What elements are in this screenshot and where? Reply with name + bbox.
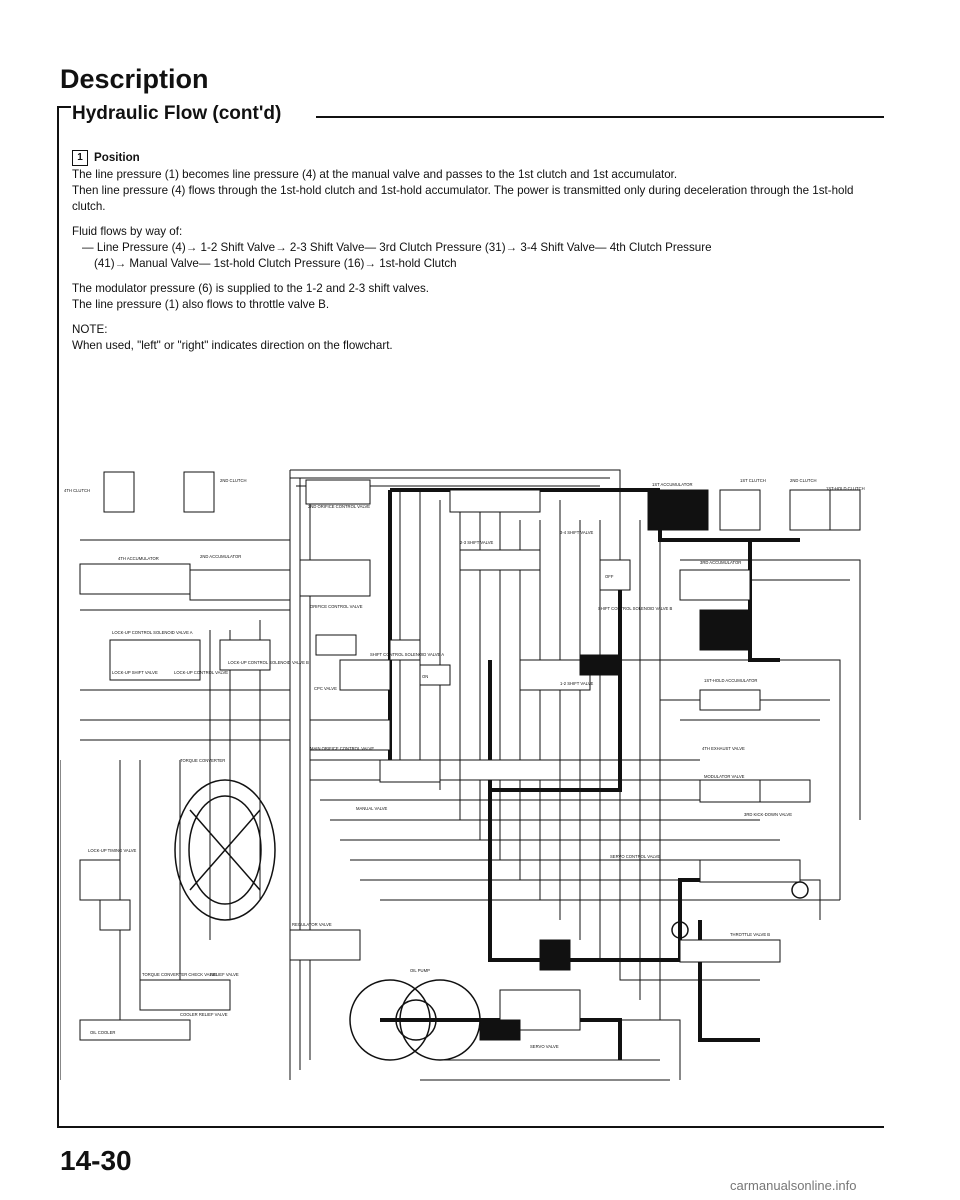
label-main-orifice-control-valve: MAIN ORIFICE CONTROL VALVE [310,746,374,751]
label-torque-converter: TORQUE CONVERTER [180,758,225,763]
hydraulic-flow-diagram: 4TH CLUTCH 2ND CLUTCH 2ND ORIFICE CONTRO… [60,469,865,1081]
label-modulator-valve: MODULATOR VALVE [704,774,745,779]
label-shift-control-solenoid-b: SHIFT CONTROL SOLENOID VALVE B [598,606,673,611]
label-2nd-clutch: 2ND CLUTCH [220,478,247,483]
label-lockup-shift-valve: LOCK-UP SHIFT VALVE [112,670,158,675]
label-2nd-orifice-control-valve: 2ND ORIFICE CONTROL VALVE [308,504,370,509]
label-1st-accumulator: 1ST ACCUMULATOR [652,482,693,487]
label-1st-hold-clutch: 1ST-HOLD CLUTCH [826,486,865,491]
section-rule [316,116,884,118]
label-4th-exhaust-valve: 4TH EXHAUST VALVE [702,746,745,751]
label-3-4-shift-valve: 3-4 SHIFT VALVE [560,530,593,535]
label-manual-valve: MANUAL VALVE [356,806,388,811]
fluid-intro: Fluid flows by way of: [72,225,183,238]
description-text: 1 Position The line pressure (1) becomes… [72,150,880,363]
section-subtitle: Hydraulic Flow (cont'd) [72,103,288,125]
label-off: OFF [605,574,614,579]
para1-line2: Then line pressure (4) flows through the… [72,184,854,213]
label-4th-clutch: 4TH CLUTCH [64,488,90,493]
flow-line1: — Line Pressure (4)→ 1-2 Shift Valve→ 2-… [82,241,712,254]
para1-line1: The line pressure (1) becomes line press… [72,168,678,181]
position-heading: 1 Position [72,150,880,166]
label-cooler-relief-valve: COOLER RELIEF VALVE [180,1012,228,1017]
label-lockup-control-solenoid-a: LOCK-UP CONTROL SOLENOID VALVE A [112,630,193,635]
label-2-3-shift-valve: 2-3 SHIFT VALVE [460,540,493,545]
bottom-rule [57,1126,884,1128]
paragraph-modulator: The modulator pressure (6) is supplied t… [72,281,880,313]
label-servo-valve: SERVO VALVE [530,1044,559,1049]
label-tc-check-valve: TORQUE CONVERTER CHECK VALVE [142,972,217,977]
label-3rd-accumulator: 3RD ACCUMULATOR [700,560,741,565]
frame-corner [57,106,71,108]
label-shift-control-solenoid-a: SHIFT CONTROL SOLENOID VALVE A [370,652,444,657]
label-2nd-accumulator: 2ND ACCUMULATOR [200,554,241,559]
note-body: When used, "left" or "right" indicates d… [72,339,393,352]
label-orifice-control-valve: ORIFICE CONTROL VALVE [310,604,363,609]
watermark: carmanualsonline.info [730,1178,857,1193]
label-lockup-control-valve: LOCK-UP CONTROL VALVE [174,670,228,675]
page-title: Description [60,64,209,94]
label-2nd-clutch-right: 2ND CLUTCH [790,478,817,483]
modulator-line2: The line pressure (1) also flows to thro… [72,298,330,311]
label-lockup-control-solenoid-b: LOCK-UP CONTROL SOLENOID VALVE B [228,660,309,665]
position-label: Position [94,151,140,164]
label-servo-control-valve: SERVO CONTROL VALVE [610,854,660,859]
modulator-line1: The modulator pressure (6) is supplied t… [72,282,430,295]
label-relief-valve: RELIEF VALVE [210,972,239,977]
label-regulator-valve: REGULATOR VALVE [292,922,332,927]
frame-left-rule [57,106,59,1126]
paragraph-fluid-flow: Fluid flows by way of: — Line Pressure (… [72,224,880,272]
label-1st-hold-accumulator: 1ST-HOLD ACCUMULATOR [704,678,757,683]
paragraph-line-pressure: The line pressure (1) becomes line press… [72,167,880,215]
label-1-2-shift-valve: 1-2 SHIFT VALVE [560,681,593,686]
label-4th-accumulator: 4TH ACCUMULATOR [118,556,159,561]
label-cpc-valve: CPC VALVE [314,686,337,691]
label-lockup-timing-valve: LOCK-UP TIMING VALVE [88,848,137,853]
label-oil-pump: OIL PUMP [410,968,430,973]
position-number-box: 1 [72,150,88,166]
label-1st-clutch: 1ST CLUTCH [740,478,766,483]
label-oil-cooler: OIL COOLER [90,1030,115,1035]
label-throttle-valve-b: THROTTLE VALVE B [730,932,770,937]
flow-line2: (41)→ Manual Valve— 1st-hold Clutch Pres… [94,257,457,270]
label-on: ON [422,674,428,679]
label-3rd-kickdown-valve: 3RD KICK-DOWN VALVE [744,812,792,817]
diagram-labels: 4TH CLUTCH 2ND CLUTCH 2ND ORIFICE CONTRO… [64,478,865,1049]
page-number: 14-30 [60,1145,132,1176]
note-head: NOTE: [72,323,108,336]
paragraph-note: NOTE: When used, "left" or "right" indic… [72,322,880,354]
